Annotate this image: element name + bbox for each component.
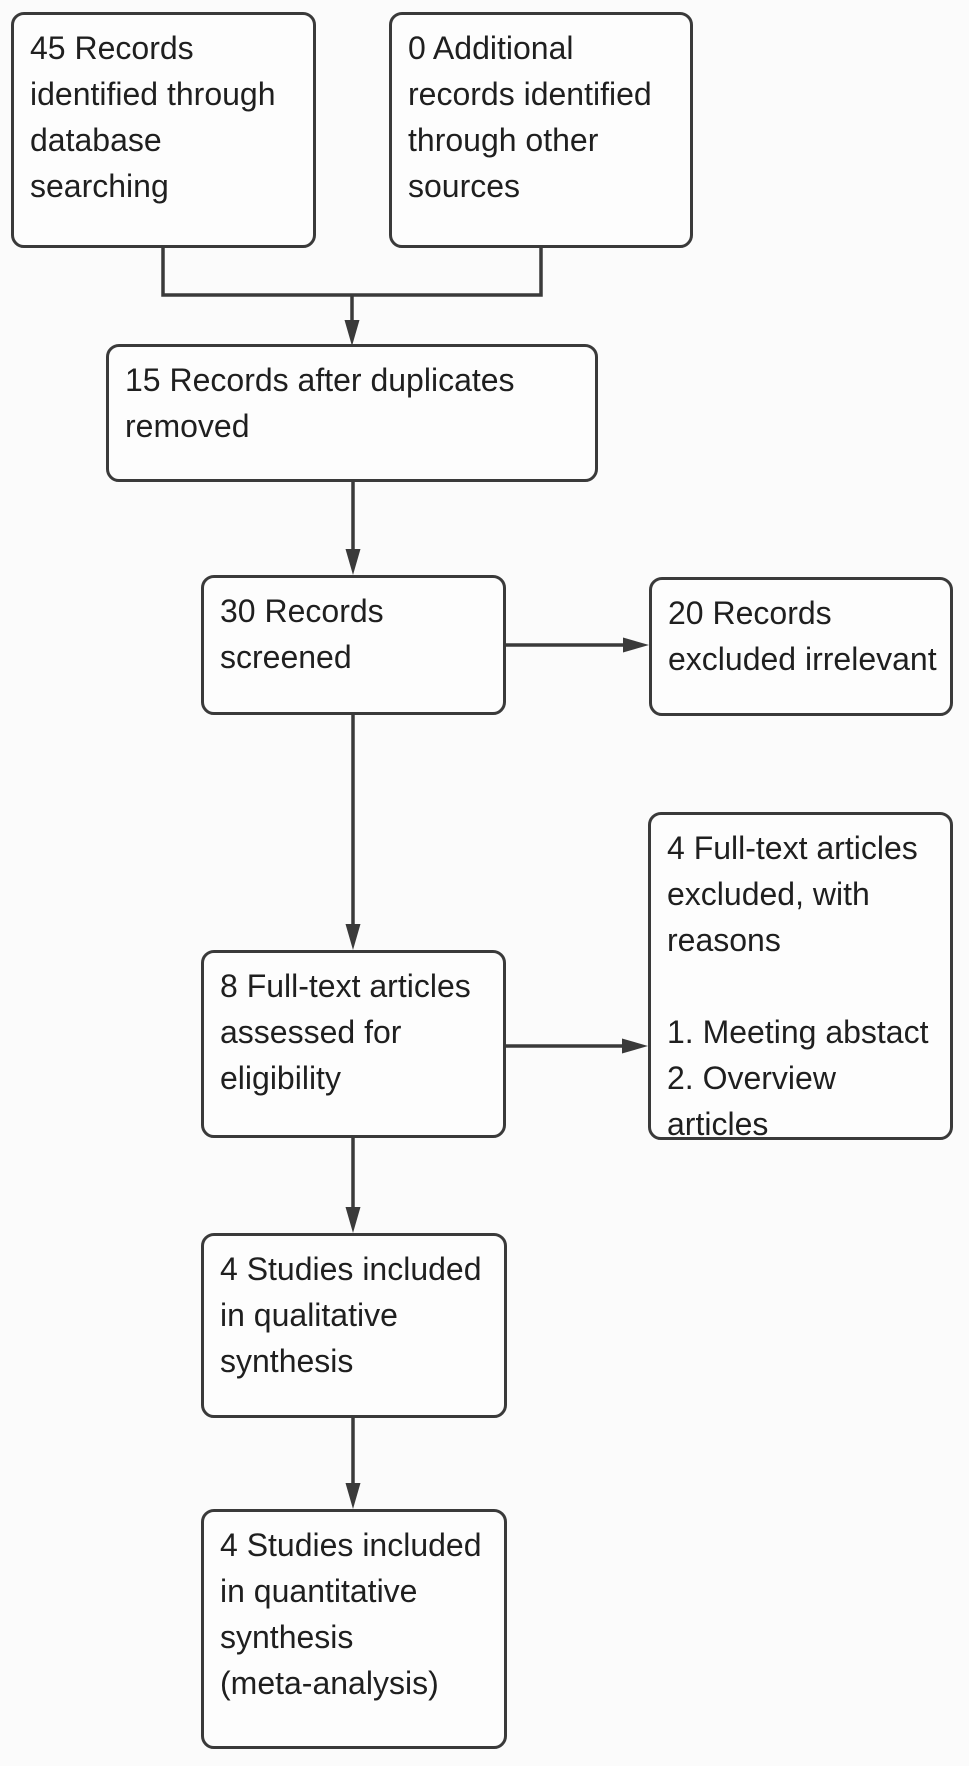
- arrowhead-right-icon: [623, 637, 649, 653]
- connector-fulltext-to-excluded: [506, 1038, 648, 1054]
- arrowhead-right-icon: [622, 1038, 648, 1054]
- box-additional-records: 0 Additional records identified through …: [389, 12, 693, 248]
- box-after-duplicates-removed: 15 Records after duplicates removed: [106, 344, 598, 482]
- connector-merge-sources: [161, 248, 543, 346]
- box-records-excluded: 20 Records excluded irrelevant: [649, 577, 953, 716]
- arrowhead-down-icon: [345, 1483, 361, 1509]
- arrowhead-down-icon: [345, 1207, 361, 1233]
- connector-screened-to-excluded: [506, 637, 649, 653]
- box-fulltext-excluded: 4 Full-text articles excluded, with reas…: [648, 812, 953, 1142]
- box-fulltext-assessed: 8 Full-text articles assessed for eligib…: [201, 950, 506, 1138]
- connector-fulltext-to-qualitative: [345, 1138, 361, 1233]
- box-records-screened: 30 Records screened: [201, 575, 506, 715]
- box-records-identified: 45 Records identified through database s…: [11, 12, 316, 248]
- arrowhead-down-icon: [345, 924, 361, 950]
- connector-screened-to-fulltext: [345, 715, 361, 950]
- box-qualitative-synthesis: 4 Studies included in qualitative synthe…: [201, 1233, 507, 1418]
- box-quantitative-synthesis: 4 Studies included in quantitative synth…: [201, 1509, 507, 1749]
- arrowhead-down-icon: [344, 320, 360, 346]
- arrowhead-down-icon: [345, 549, 361, 575]
- connector-deduplicated-to-screened: [345, 482, 361, 575]
- connector-qualitative-to-quantitative: [345, 1418, 361, 1509]
